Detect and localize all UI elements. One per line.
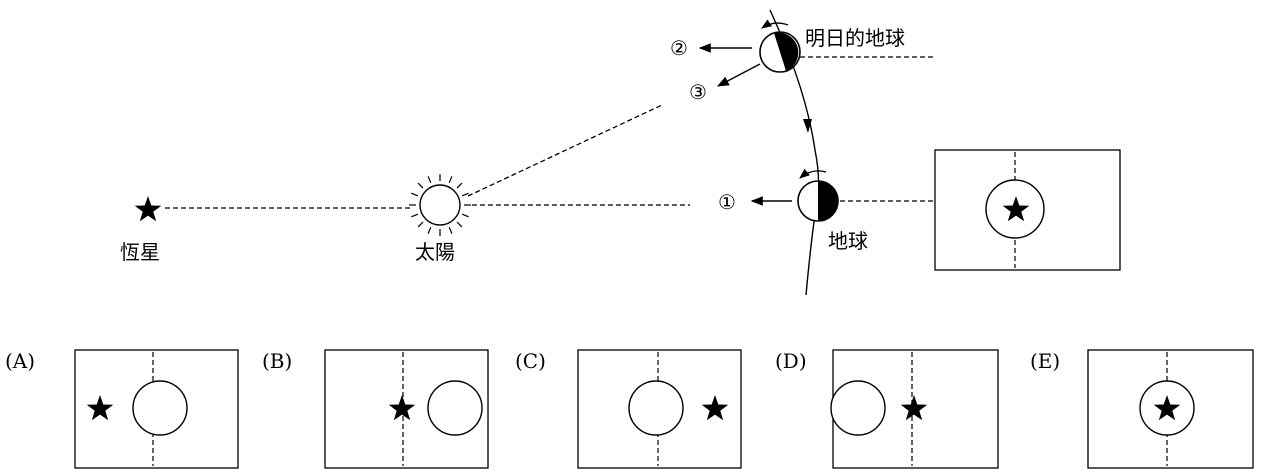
sun-icon — [409, 174, 471, 236]
answer-options: (A) (B) (C) (D) (E) — [5, 349, 1254, 469]
direction-label-3: ③ — [689, 80, 707, 104]
sun-label: 太陽 — [415, 240, 455, 264]
fixed-star-icon — [134, 196, 162, 222]
earth-label: 地球 — [828, 229, 868, 253]
option-e: (E) — [1030, 349, 1254, 469]
option-frame — [1087, 349, 1254, 469]
fixed-star-label: 恆星 — [120, 240, 160, 264]
earth-icon — [797, 168, 839, 222]
sun-tomorrow-line — [467, 104, 663, 197]
option-label: (A) — [5, 349, 35, 373]
earth-tomorrow-icon — [759, 19, 801, 73]
option-d: (D) — [775, 349, 999, 469]
option-sun-disk — [628, 380, 684, 436]
direction-label-1: ① — [718, 190, 736, 214]
option-a: (A) — [5, 349, 239, 469]
option-label: (B) — [262, 349, 292, 373]
option-c: (C) — [515, 349, 742, 469]
option-sun-disk — [427, 380, 483, 436]
option-b: (B) — [262, 349, 489, 469]
option-sun-disk — [830, 380, 886, 436]
earth-tomorrow-label: 明日的地球 — [805, 26, 905, 50]
option-label: (C) — [515, 349, 546, 373]
current-view-panel — [934, 149, 1121, 271]
option-label: (E) — [1030, 349, 1060, 373]
earth-orbit — [769, 9, 820, 296]
option-label: (D) — [775, 349, 807, 373]
orbit-direction-arrow — [803, 119, 812, 133]
option-sun-disk — [132, 380, 188, 436]
direction-label-2: ② — [670, 36, 688, 60]
direction-arrow-3 — [716, 63, 761, 87]
